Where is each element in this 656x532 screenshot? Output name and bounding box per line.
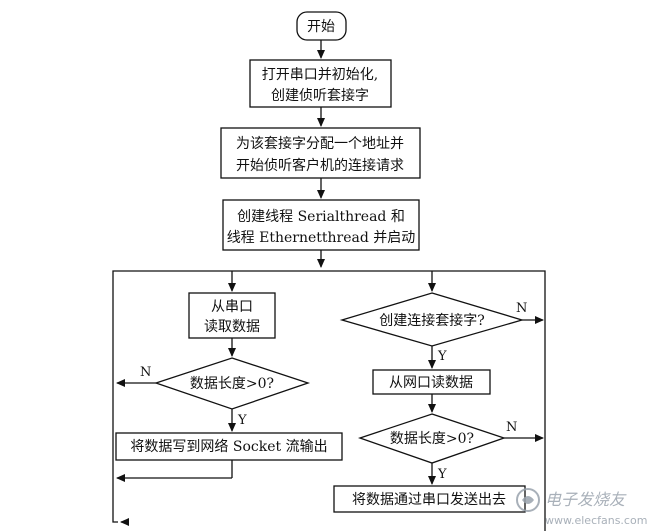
label-n-right-top: N (516, 301, 527, 316)
len-check-right-diamond: 数据长度>0? (357, 413, 507, 464)
label-y-right-bottom: Y (437, 467, 447, 482)
assign-addr-box: 为该套接字分配一个地址并 开始侦听客户机的连接请求 (220, 127, 421, 179)
right-loop-frame (321, 270, 546, 531)
write-socket-box: 将数据写到网络 Socket 流输出 (115, 432, 343, 461)
read-serial-line-1: 从串口 (211, 299, 253, 315)
watermark: 电子发烧友 www.elecfans.com (516, 488, 647, 527)
assign-addr-line-2: 开始侦听客户机的连接请求 (236, 157, 404, 174)
connectors (112, 40, 546, 531)
label-y-left: Y (237, 413, 247, 428)
create-threads-line-2: 线程 Ethernetthread 并启动 (227, 230, 416, 246)
watermark-text: 电子发烧友 (545, 490, 627, 509)
create-socket-label: 创建连接套接字? (379, 312, 485, 329)
assign-addr-line-1: 为该套接字分配一个地址并 (236, 135, 404, 152)
read-net-label: 从网口读数据 (389, 374, 473, 391)
create-threads-box: 创建线程 Serialthread 和 线程 Ethernetthread 并启… (222, 199, 420, 251)
start-node: 开始 (296, 11, 347, 41)
label-y-right-top: Y (437, 349, 447, 364)
watermark-logo-icon (516, 488, 540, 512)
left-loop-frame (112, 270, 321, 523)
label-n-right-bottom: N (506, 420, 517, 435)
watermark-url: www.elecfans.com (545, 514, 647, 527)
send-serial-box: 将数据通过串口发送出去 (333, 485, 526, 513)
open-serial-line-2: 创建侦听套接字 (271, 87, 369, 104)
write-socket-label: 将数据写到网络 Socket 流输出 (130, 439, 327, 455)
send-serial-label: 将数据通过串口发送出去 (352, 492, 506, 508)
create-socket-diamond: 创建连接套接字? (339, 292, 525, 347)
start-label: 开始 (307, 19, 335, 35)
len-check-left-diamond: 数据长度>0? (153, 357, 311, 410)
len-check-right-label: 数据长度>0? (390, 431, 474, 447)
create-threads-line-1: 创建线程 Serialthread 和 (237, 209, 405, 225)
len-check-left-label: 数据长度>0? (190, 376, 274, 392)
open-serial-line-1: 打开串口并初始化, (262, 66, 378, 83)
read-serial-line-2: 读取数据 (204, 318, 260, 335)
label-n-left: N (140, 365, 151, 380)
open-serial-box: 打开串口并初始化, 创建侦听套接字 (249, 59, 392, 108)
read-serial-box: 从串口 读取数据 (188, 292, 276, 339)
read-net-box: 从网口读数据 (372, 369, 491, 395)
